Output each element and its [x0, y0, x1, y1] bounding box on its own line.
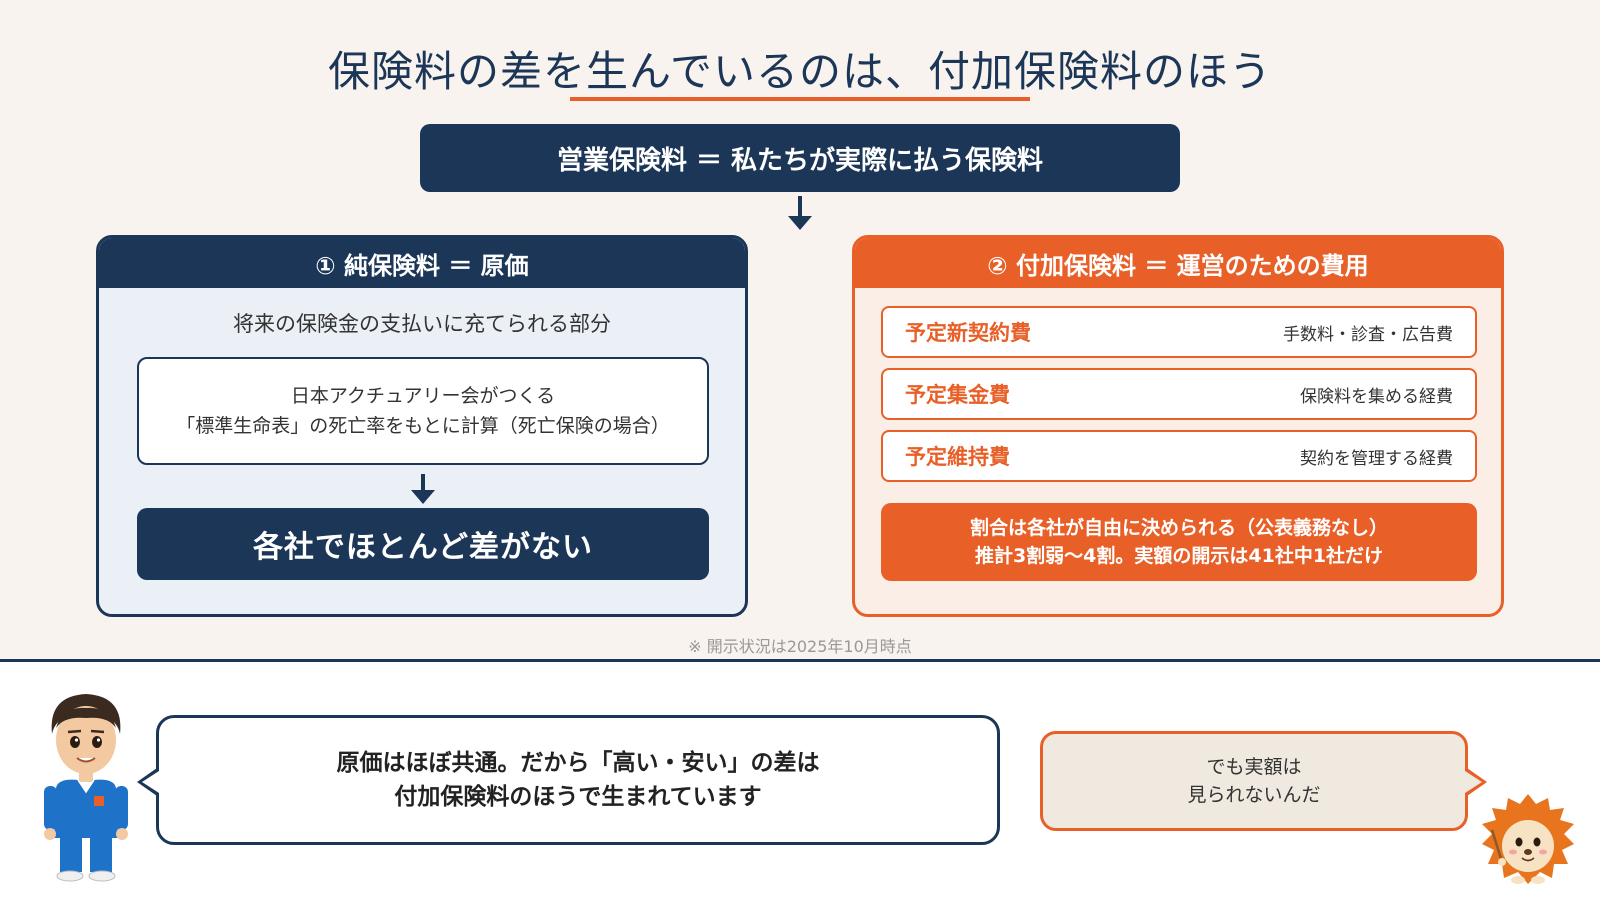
cost-item-collection: 予定集金費 保険料を集める経費 — [881, 368, 1477, 420]
net-premium-heading-text: ① 純保険料 ＝ 原価 — [315, 251, 529, 280]
mortality-line-1: 日本アクチュアリー会がつくる — [290, 385, 556, 407]
loading-premium-panel: ② 付加保険料 ＝ 運営のための費用 予定新契約費 手数料・診査・広告費 予定集… — [852, 235, 1504, 617]
cost-item-maintenance: 予定維持費 契約を管理する経費 — [881, 430, 1477, 482]
gross-premium-label: 営業保険料 ＝ 私たちが実際に払う保険料 — [556, 145, 1044, 176]
arrow-down-icon — [411, 474, 435, 504]
cost-item-name: 予定新契約費 — [905, 321, 1031, 345]
no-difference-box: 各社でほとんど差がない — [137, 508, 709, 580]
speech-main-line-2: 付加保険料のほうで生まれています — [394, 784, 762, 810]
page-title: 保険料の差を生んでいるのは、付加保険料のほう — [328, 47, 1272, 96]
cost-item-desc: 保険料を集める経費 — [1300, 386, 1453, 407]
speech-side-line-2: 見られないんだ — [1187, 784, 1321, 806]
cost-item-name: 予定維持費 — [905, 445, 1010, 469]
hedgehog-speech-bubble: でも実額は 見られないんだ — [1040, 731, 1487, 831]
ratio-summary-line-2: 推計3割弱〜4割。実額の開示は41社中1社だけ — [974, 545, 1384, 567]
title-underline — [570, 97, 1030, 101]
ratio-summary-line-1: 割合は各社が自由に決められる（公表義務なし） — [969, 517, 1388, 539]
speech-side-line-1: でも実額は — [1206, 756, 1302, 778]
net-premium-panel: ① 純保険料 ＝ 原価 将来の保険金の支払いに充てられる部分 日本アクチュアリー… — [96, 235, 748, 617]
section-divider — [0, 659, 1600, 662]
loading-premium-heading: ② 付加保険料 ＝ 運営のための費用 — [855, 238, 1501, 288]
doctor-speech-bubble: 原価はほぼ共通。だから「高い・安い」の差は 付加保険料のほうで生まれています — [137, 715, 1000, 845]
mortality-table-box: 日本アクチュアリー会がつくる 「標準生命表」の死亡率をもとに計算（死亡保険の場合… — [137, 357, 709, 465]
cost-item-desc: 契約を管理する経費 — [1300, 448, 1453, 469]
cost-item-new-contract: 予定新契約費 手数料・診査・広告費 — [881, 306, 1477, 358]
no-difference-text: 各社でほとんど差がない — [252, 530, 594, 565]
doctor-character-icon — [44, 694, 128, 882]
loading-premium-heading-text: ② 付加保険料 ＝ 運営のための費用 — [987, 251, 1369, 280]
hedgehog-character-icon — [1482, 794, 1574, 884]
arrow-down-icon — [788, 196, 812, 230]
cost-item-desc: 手数料・診査・広告費 — [1283, 324, 1453, 345]
net-premium-heading: ① 純保険料 ＝ 原価 — [99, 238, 745, 288]
speech-main-line-1: 原価はほぼ共通。だから「高い・安い」の差は — [336, 750, 820, 776]
net-premium-subtitle: 将来の保険金の支払いに充てられる部分 — [233, 312, 611, 336]
ratio-summary-box: 割合は各社が自由に決められる（公表義務なし） 推計3割弱〜4割。実額の開示は41… — [881, 503, 1477, 581]
cost-item-name: 予定集金費 — [905, 383, 1010, 407]
disclosure-note: ※ 開示状況は2025年10月時点 — [688, 637, 912, 656]
mortality-line-2: 「標準生命表」の死亡率をもとに計算（死亡保険の場合） — [176, 415, 670, 437]
gross-premium-header: 営業保険料 ＝ 私たちが実際に払う保険料 — [420, 124, 1180, 192]
